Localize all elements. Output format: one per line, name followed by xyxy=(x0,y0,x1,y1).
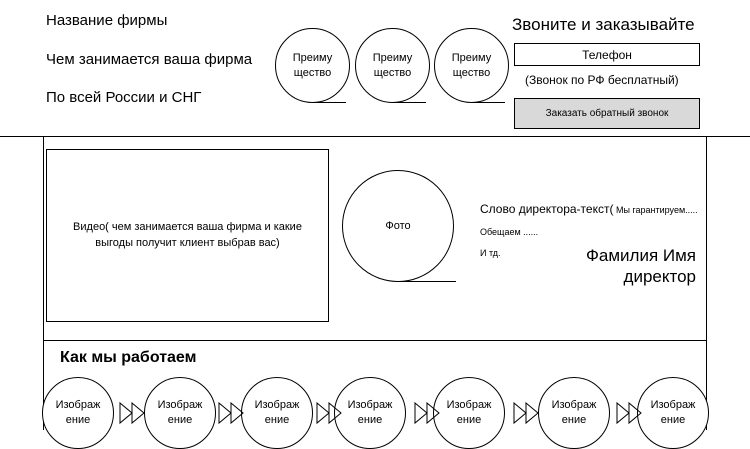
speech-small1: Мы гарантируем..... xyxy=(613,205,698,215)
step-arrow-icon xyxy=(316,401,342,425)
step-arrow-icon xyxy=(513,401,539,425)
video-box[interactable]: Видео( чем занимается ваша фирма и какие… xyxy=(46,149,329,322)
step-image-circle: Изображ ение xyxy=(637,377,709,449)
step-line1: Изображ xyxy=(157,399,203,412)
speech-line2: Обещаем ...... xyxy=(480,226,539,237)
step-line2: ение xyxy=(167,414,193,426)
advantage-circle-2: Преиму щество xyxy=(355,28,430,103)
advantage-1-line1: Преиму xyxy=(292,51,333,64)
advantage-2-underline xyxy=(392,102,426,103)
step-arrow-icon xyxy=(616,401,642,425)
video-text-line1: Видео( чем занимается ваша фирма и какие xyxy=(73,221,302,233)
step-line1: Изображ xyxy=(551,399,597,412)
director-photo: Фото xyxy=(342,170,454,282)
step-line1: Изображ xyxy=(347,399,393,412)
call-heading: Звоните и заказывайте xyxy=(512,15,695,34)
step-line2: ение xyxy=(660,414,686,426)
advantage-3-underline xyxy=(471,102,505,103)
step-line2: ение xyxy=(456,414,482,426)
phone-field[interactable]: Телефон xyxy=(514,43,700,66)
step-line2: ение xyxy=(357,414,383,426)
advantage-circle-3: Преиму щество xyxy=(434,28,509,103)
director-name: Фамилия Имя директор xyxy=(586,245,696,288)
advantage-1-underline xyxy=(312,102,346,103)
company-activity: Чем занимается ваша фирма xyxy=(46,51,253,68)
content-right-border xyxy=(706,136,707,430)
step-image-circle: Изображ ение xyxy=(334,377,406,449)
advantage-1-line2: щество xyxy=(293,66,332,79)
coverage-text: По всей России и СНГ xyxy=(46,89,202,106)
section-divider xyxy=(43,340,706,341)
step-arrow-icon xyxy=(414,401,440,425)
step-arrow-icon xyxy=(119,401,145,425)
step-image-circle: Изображ ение xyxy=(42,377,114,449)
step-line1: Изображ xyxy=(650,399,696,412)
step-image-circle: Изображ ение xyxy=(538,377,610,449)
step-line1: Изображ xyxy=(254,399,300,412)
step-image-circle: Изображ ение xyxy=(144,377,216,449)
speech-line3: И тд. xyxy=(480,248,501,259)
step-line1: Изображ xyxy=(55,399,101,412)
speech-title: Слово директора-текст( xyxy=(480,202,614,216)
director-name-line1: Фамилия Имя xyxy=(585,246,696,265)
advantage-2-line2: щество xyxy=(373,66,412,79)
director-speech: Слово директора-текст( Мы гарантируем...… xyxy=(480,198,698,263)
step-image-circle: Изображ ение xyxy=(241,377,313,449)
photo-label: Фото xyxy=(385,219,411,232)
step-image-circle: Изображ ение xyxy=(433,377,505,449)
advantage-3-line2: щество xyxy=(452,66,491,79)
advantage-circle-1: Преиму щество xyxy=(275,28,350,103)
step-line2: ение xyxy=(264,414,290,426)
company-name: Название фирмы xyxy=(46,12,168,29)
callback-button[interactable]: Заказать обратный звонок xyxy=(514,98,700,129)
header-divider xyxy=(0,136,750,137)
step-arrow-icon xyxy=(218,401,244,425)
step-line1: Изображ xyxy=(446,399,492,412)
advantage-2-line1: Преиму xyxy=(372,51,413,64)
how-we-work-title: Как мы работаем xyxy=(60,349,197,366)
step-line2: ение xyxy=(65,414,91,426)
free-call-note: (Звонок по РФ бесплатный) xyxy=(525,73,679,87)
step-line2: ение xyxy=(561,414,587,426)
video-text-line2: выгоды получит клиент выбрав вас) xyxy=(95,236,280,249)
director-name-line2: директор xyxy=(623,267,696,287)
content-left-border xyxy=(43,136,44,430)
advantage-3-line1: Преиму xyxy=(451,51,492,64)
photo-underline xyxy=(400,281,456,282)
